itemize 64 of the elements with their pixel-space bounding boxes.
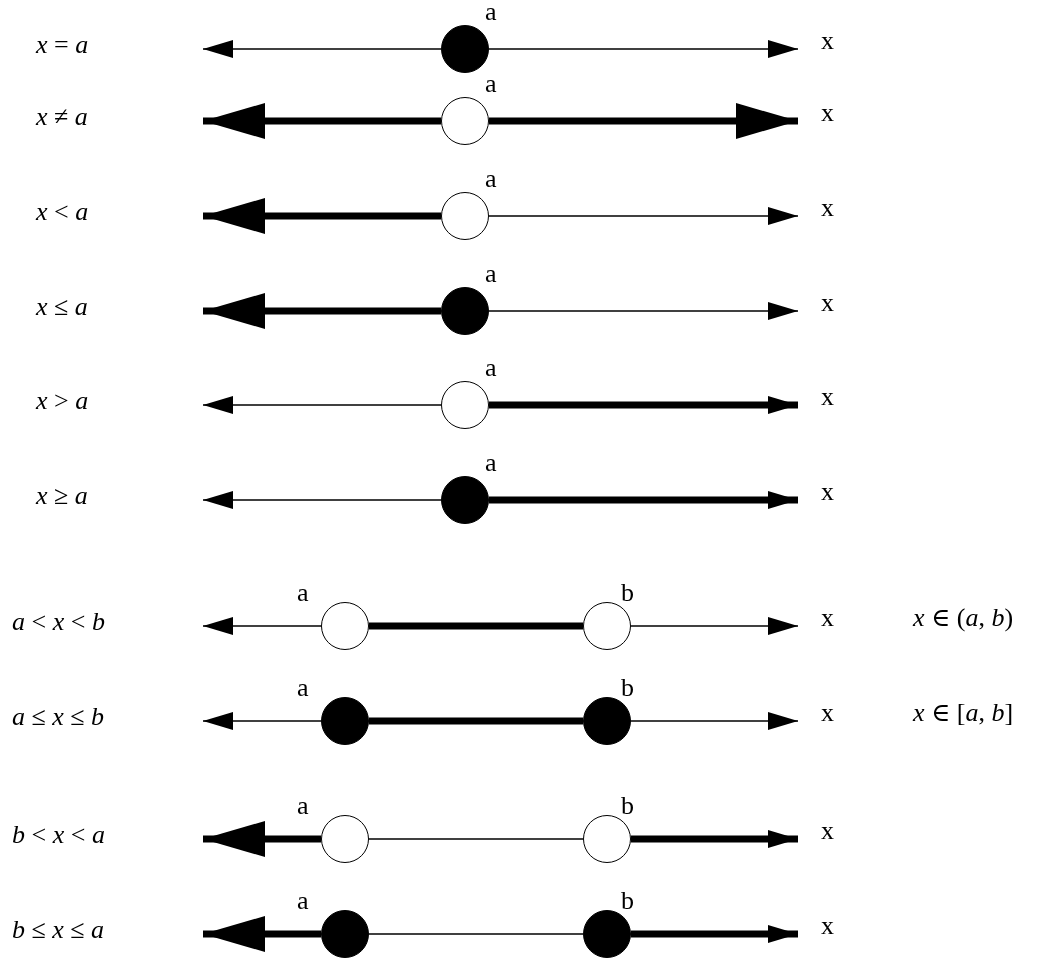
math-label: x — [821, 605, 834, 631]
math-label: a < x < b — [12, 609, 105, 635]
closed-point — [583, 910, 631, 958]
arrow — [630, 712, 799, 730]
open-point — [583, 602, 631, 650]
math-label: x — [821, 384, 834, 410]
math-label: x ≥ a — [36, 483, 88, 509]
point-label: b — [621, 675, 634, 701]
point-label: a — [485, 450, 497, 476]
closed-point — [583, 697, 631, 745]
math-label: x — [821, 913, 834, 939]
math-label: x = a — [36, 32, 89, 58]
math-label: x ∈ (a, b) — [913, 605, 1014, 631]
arrow — [202, 491, 442, 509]
open-point — [441, 97, 489, 145]
closed-point — [321, 910, 369, 958]
line-segment — [368, 838, 584, 840]
line-segment — [368, 933, 584, 935]
arrow — [488, 302, 799, 320]
arrow — [202, 712, 322, 730]
arrow — [202, 617, 322, 635]
point-label: a — [485, 0, 497, 25]
point-label: b — [621, 888, 634, 914]
math-label: x — [821, 195, 834, 221]
math-label: x ∈ [a, b] — [913, 700, 1014, 726]
arrow — [202, 40, 442, 58]
point-label: a — [297, 675, 309, 701]
open-point — [441, 192, 489, 240]
math-label: a ≤ x ≤ b — [12, 704, 105, 730]
point-label: a — [485, 166, 497, 192]
math-label: x — [821, 818, 834, 844]
line-segment — [369, 717, 583, 725]
math-label: x ≠ a — [36, 104, 88, 130]
line-segment — [369, 622, 583, 630]
closed-point — [441, 287, 489, 335]
point-label: a — [485, 71, 497, 97]
math-label: x > a — [36, 388, 89, 414]
math-label: x — [821, 479, 834, 505]
closed-point — [441, 476, 489, 524]
point-label: a — [297, 793, 309, 819]
arrow — [202, 396, 442, 414]
closed-point — [441, 25, 489, 73]
point-label: a — [297, 580, 309, 606]
open-point — [583, 815, 631, 863]
math-label: b < x < a — [12, 822, 105, 848]
math-label: x ≤ a — [36, 294, 88, 320]
math-label: x — [821, 700, 834, 726]
point-label: a — [297, 888, 309, 914]
open-point — [441, 381, 489, 429]
math-label: b ≤ x ≤ a — [12, 917, 105, 943]
arrow — [488, 40, 799, 58]
math-label: x — [821, 290, 834, 316]
point-label: a — [485, 355, 497, 381]
open-point — [321, 815, 369, 863]
math-label: x < a — [36, 199, 89, 225]
point-label: b — [621, 793, 634, 819]
arrow — [488, 207, 799, 225]
math-label: x — [821, 28, 834, 54]
closed-point — [321, 697, 369, 745]
point-label: a — [485, 261, 497, 287]
point-label: b — [621, 580, 634, 606]
open-point — [321, 602, 369, 650]
math-label: x — [821, 100, 834, 126]
arrow — [630, 617, 799, 635]
